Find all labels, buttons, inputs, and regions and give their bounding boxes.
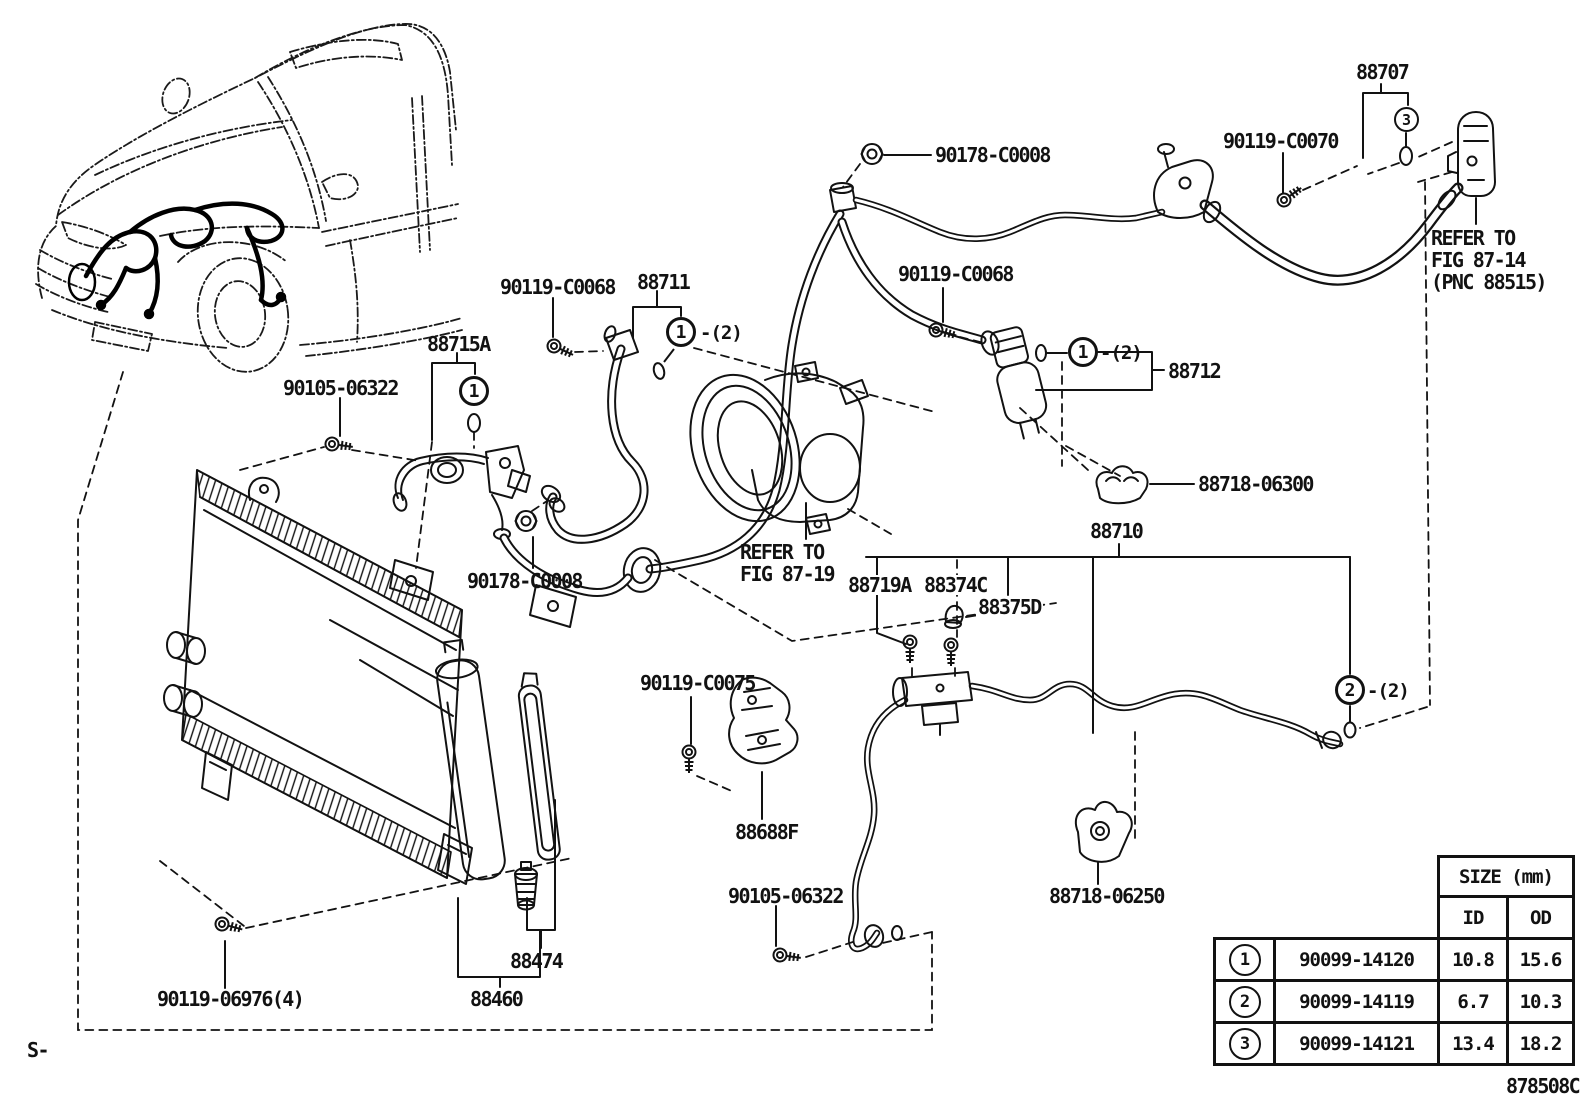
part-label-90178-C0008-left: 90178-C0008 [467, 569, 583, 593]
refer-note-fig87-14-line3: (PNC 88515) [1431, 270, 1547, 294]
bolt-88374C-icon [943, 637, 959, 667]
size-table-row2-part: 90099-14119 [1273, 979, 1440, 1024]
callout-3-pipe-88707: 3 [1394, 107, 1419, 132]
part-label-88718-06300: 88718-06300 [1198, 472, 1314, 496]
nut-90178-C0008-left-icon [514, 510, 538, 532]
size-table-row3-callout: 3 [1213, 1021, 1276, 1066]
o-ring-1c-icon [1035, 344, 1047, 362]
bolt-90119-C0068-left-icon [544, 336, 577, 362]
callout-1-drier-88712: 1 [1068, 337, 1098, 367]
part-label-88374C: 88374C [922, 573, 989, 597]
size-table-row3-id: 13.4 [1437, 1021, 1509, 1066]
hose-to-coupling-drawing [499, 533, 633, 597]
figure-code: 878508C [1506, 1074, 1581, 1098]
part-label-88707: 88707 [1356, 60, 1410, 84]
bolt-90119-C0070-icon [1273, 181, 1306, 211]
part-label-90119-06976: 90119-06976(4) [157, 987, 305, 1011]
expansion-valve-drawing [1447, 111, 1496, 197]
size-table-row1-part: 90099-14120 [1273, 937, 1440, 982]
part-label-90119-C0070: 90119-C0070 [1223, 129, 1339, 153]
part-label-88711: 88711 [637, 270, 691, 294]
o-ring-3-icon [1399, 146, 1413, 166]
bolt-90119-06976-icon [213, 915, 245, 937]
part-label-90119-C0068-left: 90119-C0068 [500, 275, 616, 299]
o-ring-2-icon [1343, 721, 1357, 739]
part-label-90105-06322-bottom: 90105-06322 [728, 884, 844, 908]
callout-2-qty: -(2) [1367, 680, 1410, 702]
part-label-88375D: 88375D [976, 595, 1043, 619]
callout-1-drier-qty: -(2) [1100, 342, 1143, 364]
vehicle-illustration [35, 23, 463, 373]
bolt-90105-06322-bottom-icon [771, 946, 803, 966]
leader-lines [224, 83, 1477, 989]
refer-note-fig87-19-line2: FIG 87-19 [740, 562, 836, 586]
nut-90178-C0008-top-icon [860, 143, 884, 165]
size-table-row3-part: 90099-14121 [1273, 1021, 1440, 1066]
size-table-row2-callout: 2 [1213, 979, 1276, 1024]
part-label-88715A: 88715A [427, 332, 491, 356]
bolt-90119-C0075-icon [681, 744, 697, 774]
table-callout-3: 3 [1228, 1027, 1261, 1060]
hose-88711-drawing [540, 325, 649, 544]
pipe-88707-drawing [852, 143, 1464, 286]
size-table-col-id: ID [1437, 895, 1509, 940]
size-table-row1-id: 10.8 [1437, 937, 1509, 982]
part-label-90119-C0068-right: 90119-C0068 [898, 262, 1014, 286]
clamp-88718-06250-drawing [1074, 801, 1133, 863]
engine-wiring-harness-illustration [67, 201, 287, 320]
condenser-drawing [163, 469, 577, 911]
pipe-88715A-drawing [392, 445, 531, 540]
cap-88375D-drawing [944, 604, 964, 629]
corner-mark: S- [27, 1038, 49, 1062]
bolt-90105-06322-left-icon [323, 435, 355, 455]
bolt-88719A-icon [902, 634, 918, 664]
refer-note-fig87-14-line2: FIG 87-14 [1431, 248, 1527, 272]
part-label-88460: 88460 [470, 987, 524, 1011]
callout-1-hose-88711: 1 [666, 317, 696, 347]
suction-hose-drawing [622, 182, 857, 593]
part-label-88688F: 88688F [735, 820, 799, 844]
size-table-col-od: OD [1506, 895, 1575, 940]
o-ring-1b-icon [467, 413, 481, 433]
o-ring-1a-icon [652, 362, 666, 380]
table-callout-2: 2 [1228, 985, 1261, 1018]
drier-hose-88712-drawing [837, 217, 1048, 440]
callout-1-qty: -(2) [700, 322, 743, 344]
part-label-90178-C0008-top: 90178-C0008 [935, 143, 1051, 167]
size-table-header: SIZE (mm) [1437, 855, 1575, 898]
dashed-construction-lines [77, 141, 1453, 1031]
part-label-88710: 88710 [1090, 519, 1144, 543]
hardware-icons [213, 143, 1413, 966]
part-label-90119-C0075: 90119-C0075 [640, 671, 756, 695]
compressor-drawing [689, 361, 869, 535]
part-label-88719A: 88719A [846, 573, 913, 597]
size-table-row2-id: 6.7 [1437, 979, 1509, 1024]
table-callout-1: 1 [1228, 943, 1261, 976]
size-table-row3-od: 18.2 [1506, 1021, 1575, 1066]
size-table-row1-od: 15.6 [1506, 937, 1575, 982]
part-label-88712: 88712 [1168, 359, 1222, 383]
size-table-row1-callout: 1 [1213, 937, 1276, 982]
clamp-88718-06300-drawing [1095, 465, 1149, 505]
size-table-row2-od: 10.3 [1506, 979, 1575, 1024]
part-label-88474: 88474 [510, 949, 564, 973]
refer-note-fig87-19-line1: REFER TO [740, 540, 825, 564]
callout-2-tube-88710: 2 [1335, 675, 1365, 705]
tube-88710-drawing [848, 671, 1344, 953]
refer-note-fig87-14-line1: REFER TO [1431, 226, 1516, 250]
part-label-90105-06322-left: 90105-06322 [283, 376, 399, 400]
callout-1-pipe-88715A: 1 [459, 376, 489, 406]
part-label-88718-06250: 88718-06250 [1049, 884, 1165, 908]
bracket-88688F-drawing [728, 676, 799, 765]
